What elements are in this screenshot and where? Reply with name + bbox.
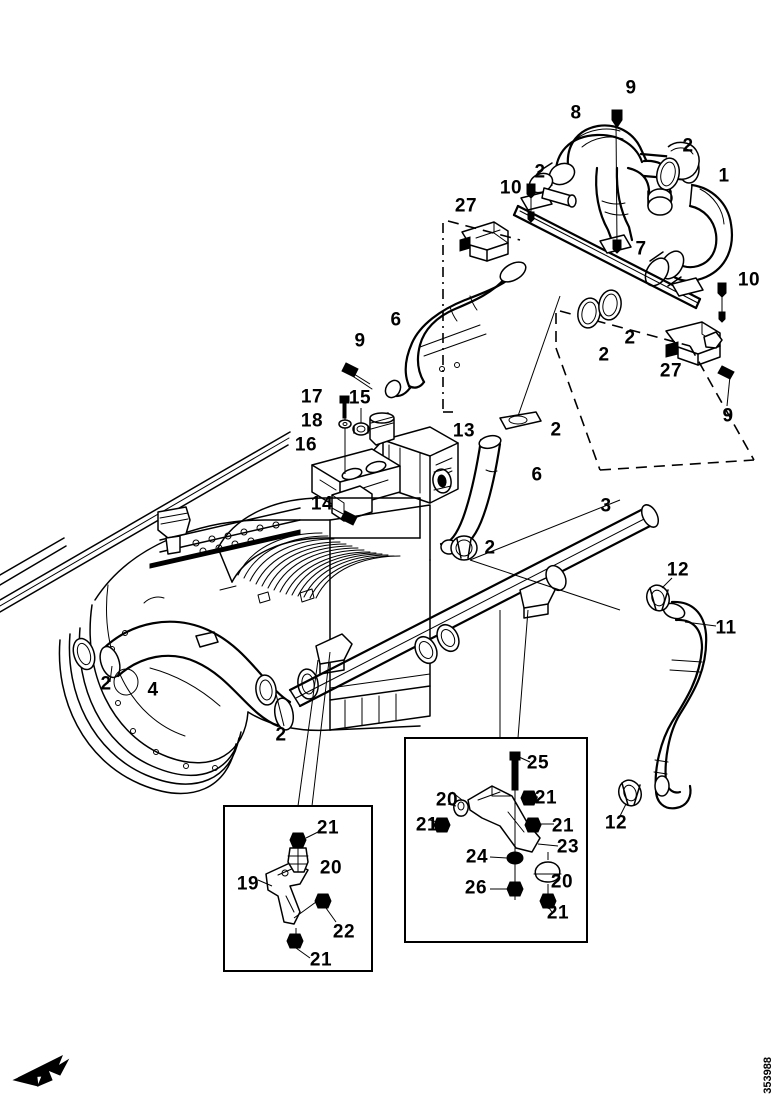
callout-6: 6 [390,309,402,331]
callout-21: 21 [546,902,570,924]
callout-12: 12 [604,812,628,834]
callout-9: 9 [722,405,734,427]
callout-2: 2 [550,419,562,441]
callout-27: 27 [659,360,683,382]
callout-2: 2 [275,724,287,746]
callout-2: 2 [682,135,694,157]
callout-22: 22 [332,921,356,943]
callout-3: 3 [600,495,612,517]
sheet-serial-number: 353988 [762,1057,774,1094]
callout-12: 12 [666,559,690,581]
callout-8: 8 [570,102,582,124]
callout-2: 2 [100,673,112,695]
callout-25: 25 [526,752,550,774]
callout-26: 26 [464,877,488,899]
callout-19: 19 [236,873,260,895]
callout-20: 20 [550,871,574,893]
callout-27: 27 [454,195,478,217]
callout-9: 9 [625,77,637,99]
callout-21: 21 [534,787,558,809]
callout-21: 21 [551,815,575,837]
callout-20: 20 [435,789,459,811]
callout-11: 11 [715,617,737,639]
callout-9: 9 [354,330,366,352]
callout-21: 21 [309,949,333,971]
callout-23: 23 [556,836,580,858]
callout-14: 14 [310,493,334,515]
callout-4: 4 [147,679,159,701]
callout-2: 2 [484,537,496,559]
callout-2: 2 [534,161,546,183]
callout-24: 24 [465,846,489,868]
callout-2: 2 [598,344,610,366]
callout-21: 21 [415,814,439,836]
orientation-arrow-icon [12,1054,70,1087]
callout-21: 21 [316,817,340,839]
callout-13: 13 [452,420,476,442]
callout-1: 1 [718,165,730,187]
callout-15: 15 [348,387,372,409]
callout-10: 10 [499,177,523,199]
callout-18: 18 [300,410,324,432]
callout-2: 2 [624,327,636,349]
callout-16: 16 [294,434,318,456]
callout-7: 7 [635,238,647,260]
callout-20: 20 [319,857,343,879]
callout-17: 17 [300,386,324,408]
callout-10: 10 [737,269,761,291]
callout-6: 6 [531,464,543,486]
